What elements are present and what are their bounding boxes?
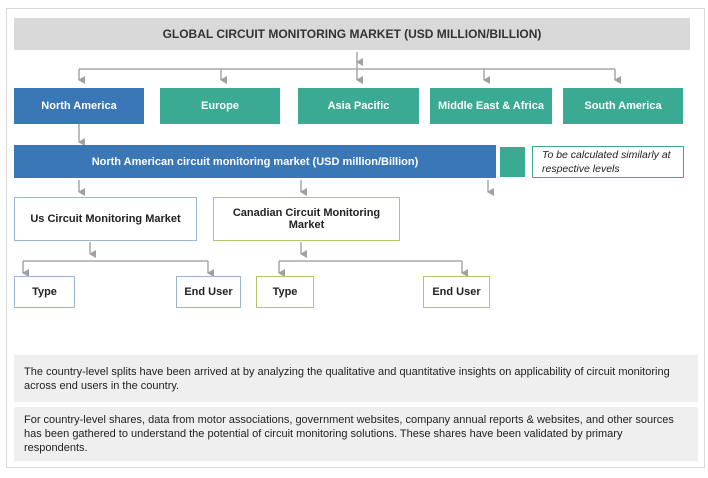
us-market-box: Us Circuit Monitoring Market: [14, 197, 197, 241]
canada-market-box: Canadian Circuit Monitoring Market: [213, 197, 400, 241]
note-country-splits: The country-level splits have been arriv…: [14, 355, 698, 402]
legend-swatch: [500, 147, 525, 177]
region-south-america: South America: [563, 88, 683, 124]
diagram-frame: [6, 8, 705, 468]
region-middle-east-africa: Middle East & Africa: [430, 88, 552, 124]
note-country-shares: For country-level shares, data from moto…: [14, 407, 698, 461]
region-europe: Europe: [160, 88, 280, 124]
legend-note: To be calculated similarly at respective…: [532, 146, 684, 178]
canada-type-box: Type: [256, 276, 314, 308]
north-america-market-bar: North American circuit monitoring market…: [14, 145, 496, 178]
region-asia-pacific: Asia Pacific: [298, 88, 419, 124]
global-market-title: GLOBAL CIRCUIT MONITORING MARKET (USD MI…: [14, 18, 690, 50]
us-type-box: Type: [14, 276, 75, 308]
region-north-america: North America: [14, 88, 144, 124]
us-end-user-box: End User: [176, 276, 241, 308]
canada-end-user-box: End User: [423, 276, 490, 308]
